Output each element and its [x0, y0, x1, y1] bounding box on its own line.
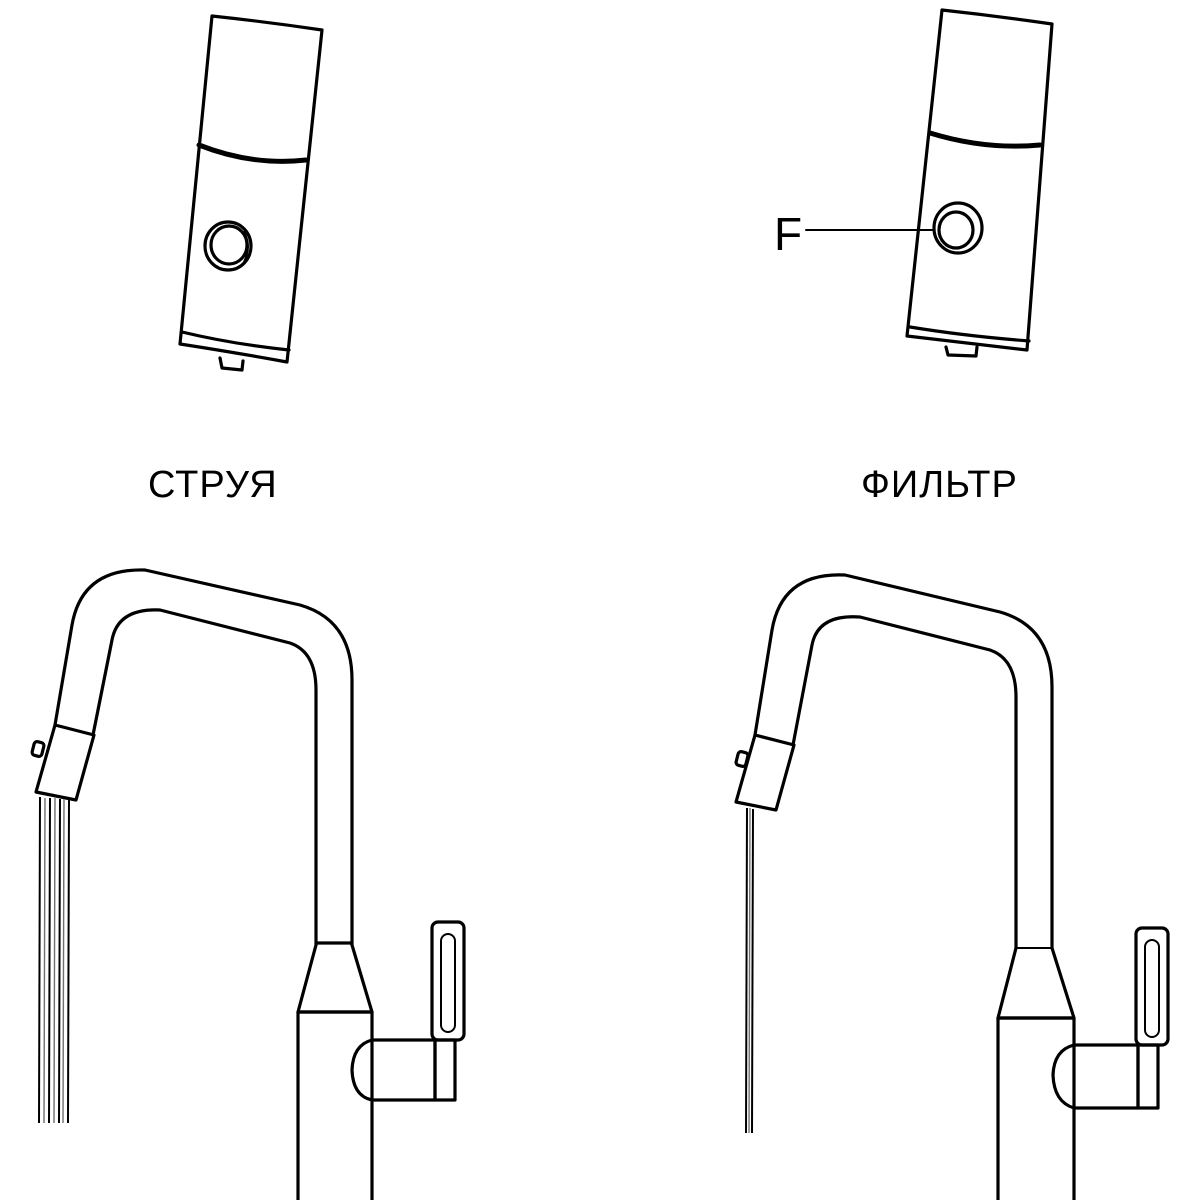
faucet-filter-pull-out-head [734, 733, 796, 812]
mode-label-jet: СТРУЯ [148, 464, 278, 506]
faucet-jet-spout-inner [91, 608, 318, 947]
spray-head-jet-detail [178, 14, 324, 372]
faucet-filter-spout-inner [791, 615, 1018, 950]
spray-head-jet-nozzle-icon [218, 356, 245, 372]
spray-head-filter-detail: F [774, 8, 1054, 358]
faucet-jet-mode [30, 568, 466, 1200]
faucet-jet-pull-out-head [34, 723, 96, 802]
faucet-jet-lever-connector [350, 1038, 437, 1102]
mode-label-filter: ФИЛЬТР [861, 464, 1018, 506]
spray-head-filter-nozzle-icon [944, 345, 979, 358]
spray-head-jet-collar-bottom [180, 330, 291, 352]
faucet-jet-spout-outer [53, 568, 354, 947]
faucet-filter-head-button-icon [734, 750, 750, 768]
faucet-filter-lever-collar [1136, 1043, 1160, 1110]
faucet-jet-neck [296, 943, 374, 1014]
faucet-jet-lever-handle [430, 920, 466, 1042]
faucet-jet-base [296, 1010, 374, 1200]
spray-head-jet-collar-top [196, 142, 309, 164]
spray-head-jet-body [178, 14, 324, 364]
faucet-filter-spout-outer [753, 573, 1054, 950]
spray-head-filter-body [905, 8, 1054, 352]
callout-label-f: F [774, 208, 802, 260]
water-filter-stream [745, 807, 754, 1134]
spray-head-filter-button-icon [932, 201, 984, 255]
water-jet-stream [38, 796, 70, 1124]
faucet-filter-neck [996, 946, 1076, 1020]
faucet-jet-head-button-icon [30, 740, 46, 758]
spray-head-filter-collar-top [927, 130, 1043, 149]
faucet-filter-lever-connector [1051, 1043, 1140, 1110]
faucet-filter-mode [734, 573, 1170, 1200]
faucet-filter-lever-handle [1134, 926, 1170, 1047]
faucet-jet-lever-collar [433, 1038, 457, 1102]
faucet-filter-base [996, 1016, 1076, 1200]
spray-head-filter-collar-bottom [908, 325, 1031, 343]
spray-head-jet-button-icon [203, 220, 253, 272]
